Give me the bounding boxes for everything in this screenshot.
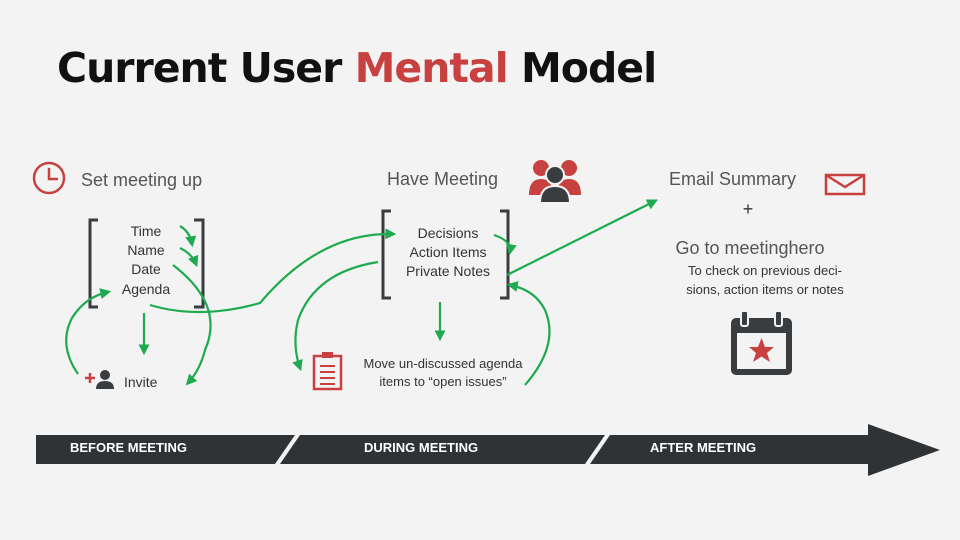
clipboard-icon — [312, 352, 343, 391]
before-item-agenda: Agenda — [121, 281, 171, 297]
stage-before-meeting: BEFORE MEETING — [70, 440, 188, 455]
bracket-before — [88, 218, 205, 309]
during-item-decisions: Decisions — [417, 225, 479, 241]
before-item-time: Time — [130, 223, 162, 239]
invite-label: Invite — [124, 374, 158, 390]
arrow-notes-email — [506, 199, 658, 276]
people-icon — [529, 160, 581, 204]
arrow-decisions-actions — [493, 233, 517, 256]
arrow-name-date — [179, 247, 199, 268]
after-heading: Email Summary — [669, 169, 797, 189]
title-accent: Mental — [354, 44, 509, 92]
timeline-bar — [36, 424, 940, 476]
arrow-invite-agenda — [65, 288, 112, 375]
arrow-date-invite — [172, 264, 212, 386]
move-items-line-2: items to “open issues” — [379, 374, 507, 389]
stage-during-meeting: DURING MEETING — [364, 440, 479, 455]
move-items-line-1: Move un-discussed agenda — [363, 356, 523, 371]
plus-sign: + — [742, 199, 754, 219]
arrow-actions-open-issues — [292, 260, 379, 372]
title-part-2: Model — [507, 44, 657, 92]
goto-meetinghero: Go to meetinghero — [675, 238, 825, 258]
timeline-segment-during — [280, 435, 605, 464]
before-heading: Set meeting up — [81, 170, 203, 190]
during-item-private-notes: Private Notes — [405, 263, 491, 279]
during-heading: Have Meeting — [387, 169, 499, 189]
page-title: Current User Mental Model — [57, 44, 657, 92]
arrow-loop-notes — [506, 281, 551, 386]
add-user-icon — [85, 370, 114, 389]
timeline-segment-before — [36, 435, 295, 464]
clock-icon — [32, 161, 66, 195]
calendar-star-icon — [731, 310, 792, 375]
flow-arrows — [65, 199, 658, 386]
after-desc-line-2: sions, action items or notes — [686, 282, 844, 297]
before-item-date: Date — [131, 261, 161, 277]
title-part-1: Current User — [57, 44, 355, 92]
arrow-agenda-decisions — [149, 228, 397, 314]
timeline-segment-after-arrow — [590, 424, 940, 476]
after-desc-line-1: To check on previous deci- — [688, 263, 842, 278]
arrow-time-name — [179, 225, 197, 248]
before-item-name: Name — [127, 242, 165, 258]
during-item-action-items: Action Items — [409, 244, 487, 260]
stage-after-meeting: AFTER MEETING — [650, 440, 757, 455]
email-icon — [824, 173, 866, 196]
